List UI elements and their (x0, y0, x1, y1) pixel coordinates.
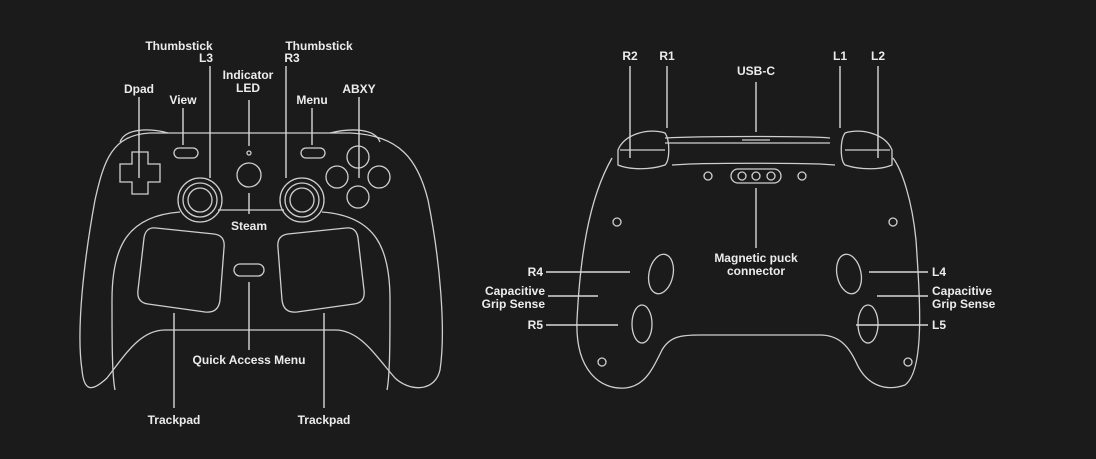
front-view: Dpad View Thumbstick L3 Indicator LED Th… (79, 39, 443, 427)
label-r1: R1 (659, 49, 675, 63)
right-thumbstick (279, 177, 325, 223)
right-trackpad (277, 227, 365, 313)
label-l1: L1 (833, 49, 847, 63)
label-abxy: ABXY (342, 82, 375, 96)
label-magnetic-puck-line2: connector (727, 264, 785, 278)
view-button (173, 147, 199, 159)
label-dpad: Dpad (124, 82, 154, 96)
label-view: View (169, 93, 197, 107)
label-grip-left-line2: Grip Sense (482, 297, 546, 311)
right-bumper-edge (329, 129, 381, 143)
label-r4: R4 (528, 265, 544, 279)
label-grip-right-line1: Capacitive (932, 284, 992, 298)
l4-button (835, 253, 863, 295)
label-magnetic-puck-line1: Magnetic puck (714, 251, 798, 265)
label-thumbstick-r3-line2: R3 (284, 51, 300, 65)
screw-hole (797, 171, 807, 181)
screw-hole (903, 357, 913, 367)
screw-hole (597, 357, 607, 367)
label-l2: L2 (871, 49, 885, 63)
label-indicator-line1: Indicator (223, 68, 274, 82)
r4-button (647, 253, 675, 295)
label-l4: L4 (932, 265, 946, 279)
label-thumbstick-l3-line1: Thumbstick (145, 39, 213, 53)
label-grip-left-line1: Capacitive (485, 284, 545, 298)
label-menu: Menu (296, 93, 327, 107)
left-trackpad (137, 227, 225, 313)
label-l5: L5 (932, 318, 946, 332)
label-quick-access-menu: Quick Access Menu (193, 353, 306, 367)
left-thumbstick (177, 177, 223, 223)
top-bar (664, 135, 836, 166)
magnetic-puck-connector (730, 168, 782, 184)
label-usb-c: USB-C (737, 64, 775, 78)
label-trackpad-left: Trackpad (148, 413, 201, 427)
r5-button (631, 304, 653, 344)
screw-hole (888, 217, 898, 227)
label-r2: R2 (622, 49, 638, 63)
label-indicator-line2: LED (236, 81, 260, 95)
label-steam: Steam (231, 219, 267, 233)
r-trigger (617, 130, 670, 170)
label-trackpad-right: Trackpad (298, 413, 351, 427)
dpad-icon (119, 151, 161, 195)
screw-hole (612, 217, 622, 227)
label-r5: R5 (528, 318, 544, 332)
label-grip-right-line2: Grip Sense (932, 297, 996, 311)
back-outline (576, 157, 921, 389)
left-bumper-edge (119, 129, 169, 143)
label-thumbstick-l3-line2: L3 (199, 51, 213, 65)
front-outline (79, 132, 443, 389)
right-grip-line (321, 211, 391, 391)
label-thumbstick-r3-line1: Thumbstick (285, 39, 353, 53)
l-trigger (840, 130, 893, 170)
back-view: R2 R1 USB-C L1 L2 Magnetic puck connecto… (482, 49, 996, 389)
abxy-buttons (325, 145, 391, 209)
left-grip-line (111, 211, 181, 391)
screw-hole (703, 171, 713, 181)
l5-button (857, 304, 879, 344)
steam-button (236, 162, 262, 188)
indicator-led (246, 150, 252, 156)
quick-access-button (233, 263, 265, 277)
menu-button (300, 147, 326, 159)
